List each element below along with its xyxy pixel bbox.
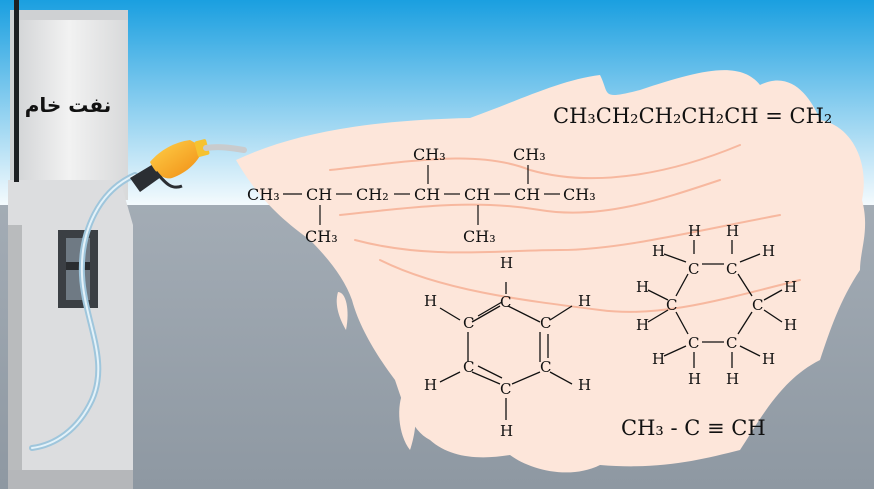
splash-streaks	[329, 144, 801, 313]
pump-inner-shadow	[8, 225, 22, 489]
cyclo-c: C	[726, 260, 737, 278]
cyclo-h: H	[636, 278, 649, 296]
formula-hexene: CH₃CH₂CH₂CH₂CH = CH₂	[553, 104, 832, 128]
alkane-ch2: CH₂	[356, 185, 389, 204]
alkane-ch-1: CH	[306, 185, 332, 204]
benzene-c: C	[463, 314, 474, 332]
pump-lower-housing	[8, 180, 133, 489]
pump-upper-panel	[10, 10, 128, 200]
cyclo-h: H	[762, 350, 775, 368]
alkane-ch3-right: CH₃	[563, 185, 596, 204]
cyclo-h: H	[688, 222, 701, 240]
pump-label: نفت خام	[25, 93, 112, 117]
cyclo-h: H	[688, 370, 701, 388]
cyclo-h: H	[652, 350, 665, 368]
cyclo-h: H	[726, 222, 739, 240]
benzene-c: C	[500, 293, 511, 311]
splash-drop	[399, 390, 416, 450]
formula-benzene: C C C C C C H H H H H H	[424, 254, 591, 440]
benzene-c: C	[463, 358, 474, 376]
cyclo-c: C	[666, 296, 677, 314]
cyclo-h: H	[726, 370, 739, 388]
cyclo-h: H	[652, 242, 665, 260]
pump-display-strip	[66, 262, 90, 270]
cyclo-c: C	[752, 296, 763, 314]
oil-splash	[236, 70, 866, 473]
splash-drop	[436, 400, 450, 445]
pump-base	[8, 470, 133, 489]
cyclo-c: C	[688, 334, 699, 352]
alkane-ch-3: CH	[464, 185, 490, 204]
alkane-ch-4: CH	[514, 185, 540, 204]
cyclo-h: H	[636, 316, 649, 334]
formula-cycloheptane: C C C C C C H H H H H H H H H H H H	[636, 222, 797, 388]
benzene-c: C	[540, 358, 551, 376]
benzene-c: C	[500, 380, 511, 398]
pump-top-cap	[10, 10, 128, 20]
alkane-ch3-bottom-1: CH₃	[305, 227, 338, 246]
formula-branched-alkane: CH₃ CH CH₂ CH CH CH CH₃ CH₃ CH₃ CH₃ CH₃	[247, 145, 596, 246]
benzene-h: H	[500, 422, 513, 440]
splash-drop	[466, 420, 479, 455]
formula-propyne: CH₃ - C ≡ CH	[621, 416, 766, 440]
cyclo-h: H	[762, 242, 775, 260]
cyclo-h: H	[784, 278, 797, 296]
benzene-h: H	[424, 376, 437, 394]
fuel-hose-highlight	[31, 174, 136, 449]
fuel-nozzle-icon	[130, 139, 247, 192]
cyclo-h: H	[784, 316, 797, 334]
benzene-h: H	[578, 292, 591, 310]
benzene-c: C	[540, 314, 551, 332]
splash-drop	[336, 292, 348, 330]
cyclo-c: C	[688, 260, 699, 278]
alkane-ch3-left: CH₃	[247, 185, 280, 204]
alkane-ch-2: CH	[414, 185, 440, 204]
benzene-h: H	[424, 292, 437, 310]
alkane-ch3-top-2: CH₃	[513, 145, 546, 164]
cyclo-c: C	[726, 334, 737, 352]
alkane-ch3-top-1: CH₃	[413, 145, 446, 164]
alkane-ch3-bottom-2: CH₃	[463, 227, 496, 246]
benzene-h: H	[500, 254, 513, 272]
pump-cable	[14, 0, 19, 182]
benzene-h: H	[578, 376, 591, 394]
